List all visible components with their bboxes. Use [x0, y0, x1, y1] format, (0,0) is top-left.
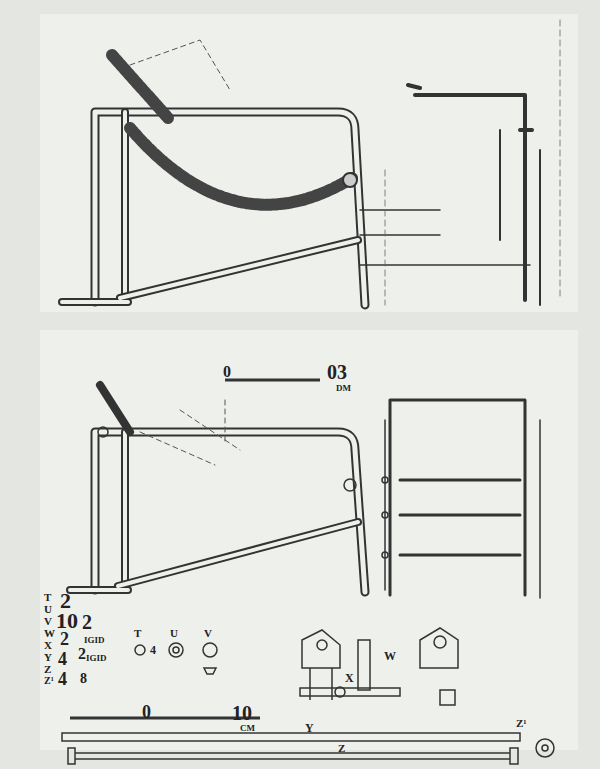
part-label: 8: [80, 672, 87, 686]
parts-detail: [62, 380, 554, 764]
sheet-panel: [40, 330, 578, 750]
part-label: T: [134, 628, 141, 639]
part-label: W: [384, 650, 396, 662]
part-label: V: [44, 616, 52, 627]
part-label: 2: [60, 590, 71, 612]
part-label: 0: [142, 703, 151, 721]
part-label: 2: [78, 646, 86, 662]
part-label: Z: [44, 664, 51, 675]
part-label: X: [44, 640, 52, 651]
part-label: 0: [223, 364, 231, 380]
sheet-panel: [40, 14, 578, 312]
part-label: 4: [58, 670, 67, 688]
part-label: 2: [60, 630, 69, 648]
part-label: CM: [240, 724, 255, 733]
part-label: 10: [232, 703, 252, 723]
part-label: Z: [338, 743, 345, 754]
part-label: 2: [82, 612, 92, 632]
part-label: T: [44, 592, 51, 603]
side-view-bottom: [70, 385, 540, 598]
part-label: Z¹: [516, 718, 527, 729]
side-view-top: [62, 20, 560, 305]
part-label: W: [44, 628, 55, 639]
part-label: X: [345, 672, 354, 684]
part-label: IGID: [86, 654, 107, 663]
part-label: Y: [44, 652, 52, 663]
part-label: Z¹: [44, 676, 54, 686]
part-label: U: [44, 604, 52, 615]
part-label: U: [170, 628, 178, 639]
part-label: 03: [327, 362, 347, 382]
part-label: 10: [56, 610, 78, 632]
part-label: IGID: [84, 636, 105, 645]
part-label: 4: [150, 644, 156, 656]
part-label: DM: [336, 384, 351, 393]
part-label: V: [204, 628, 212, 639]
part-label: 4: [58, 650, 67, 668]
part-label: Y: [305, 722, 314, 734]
